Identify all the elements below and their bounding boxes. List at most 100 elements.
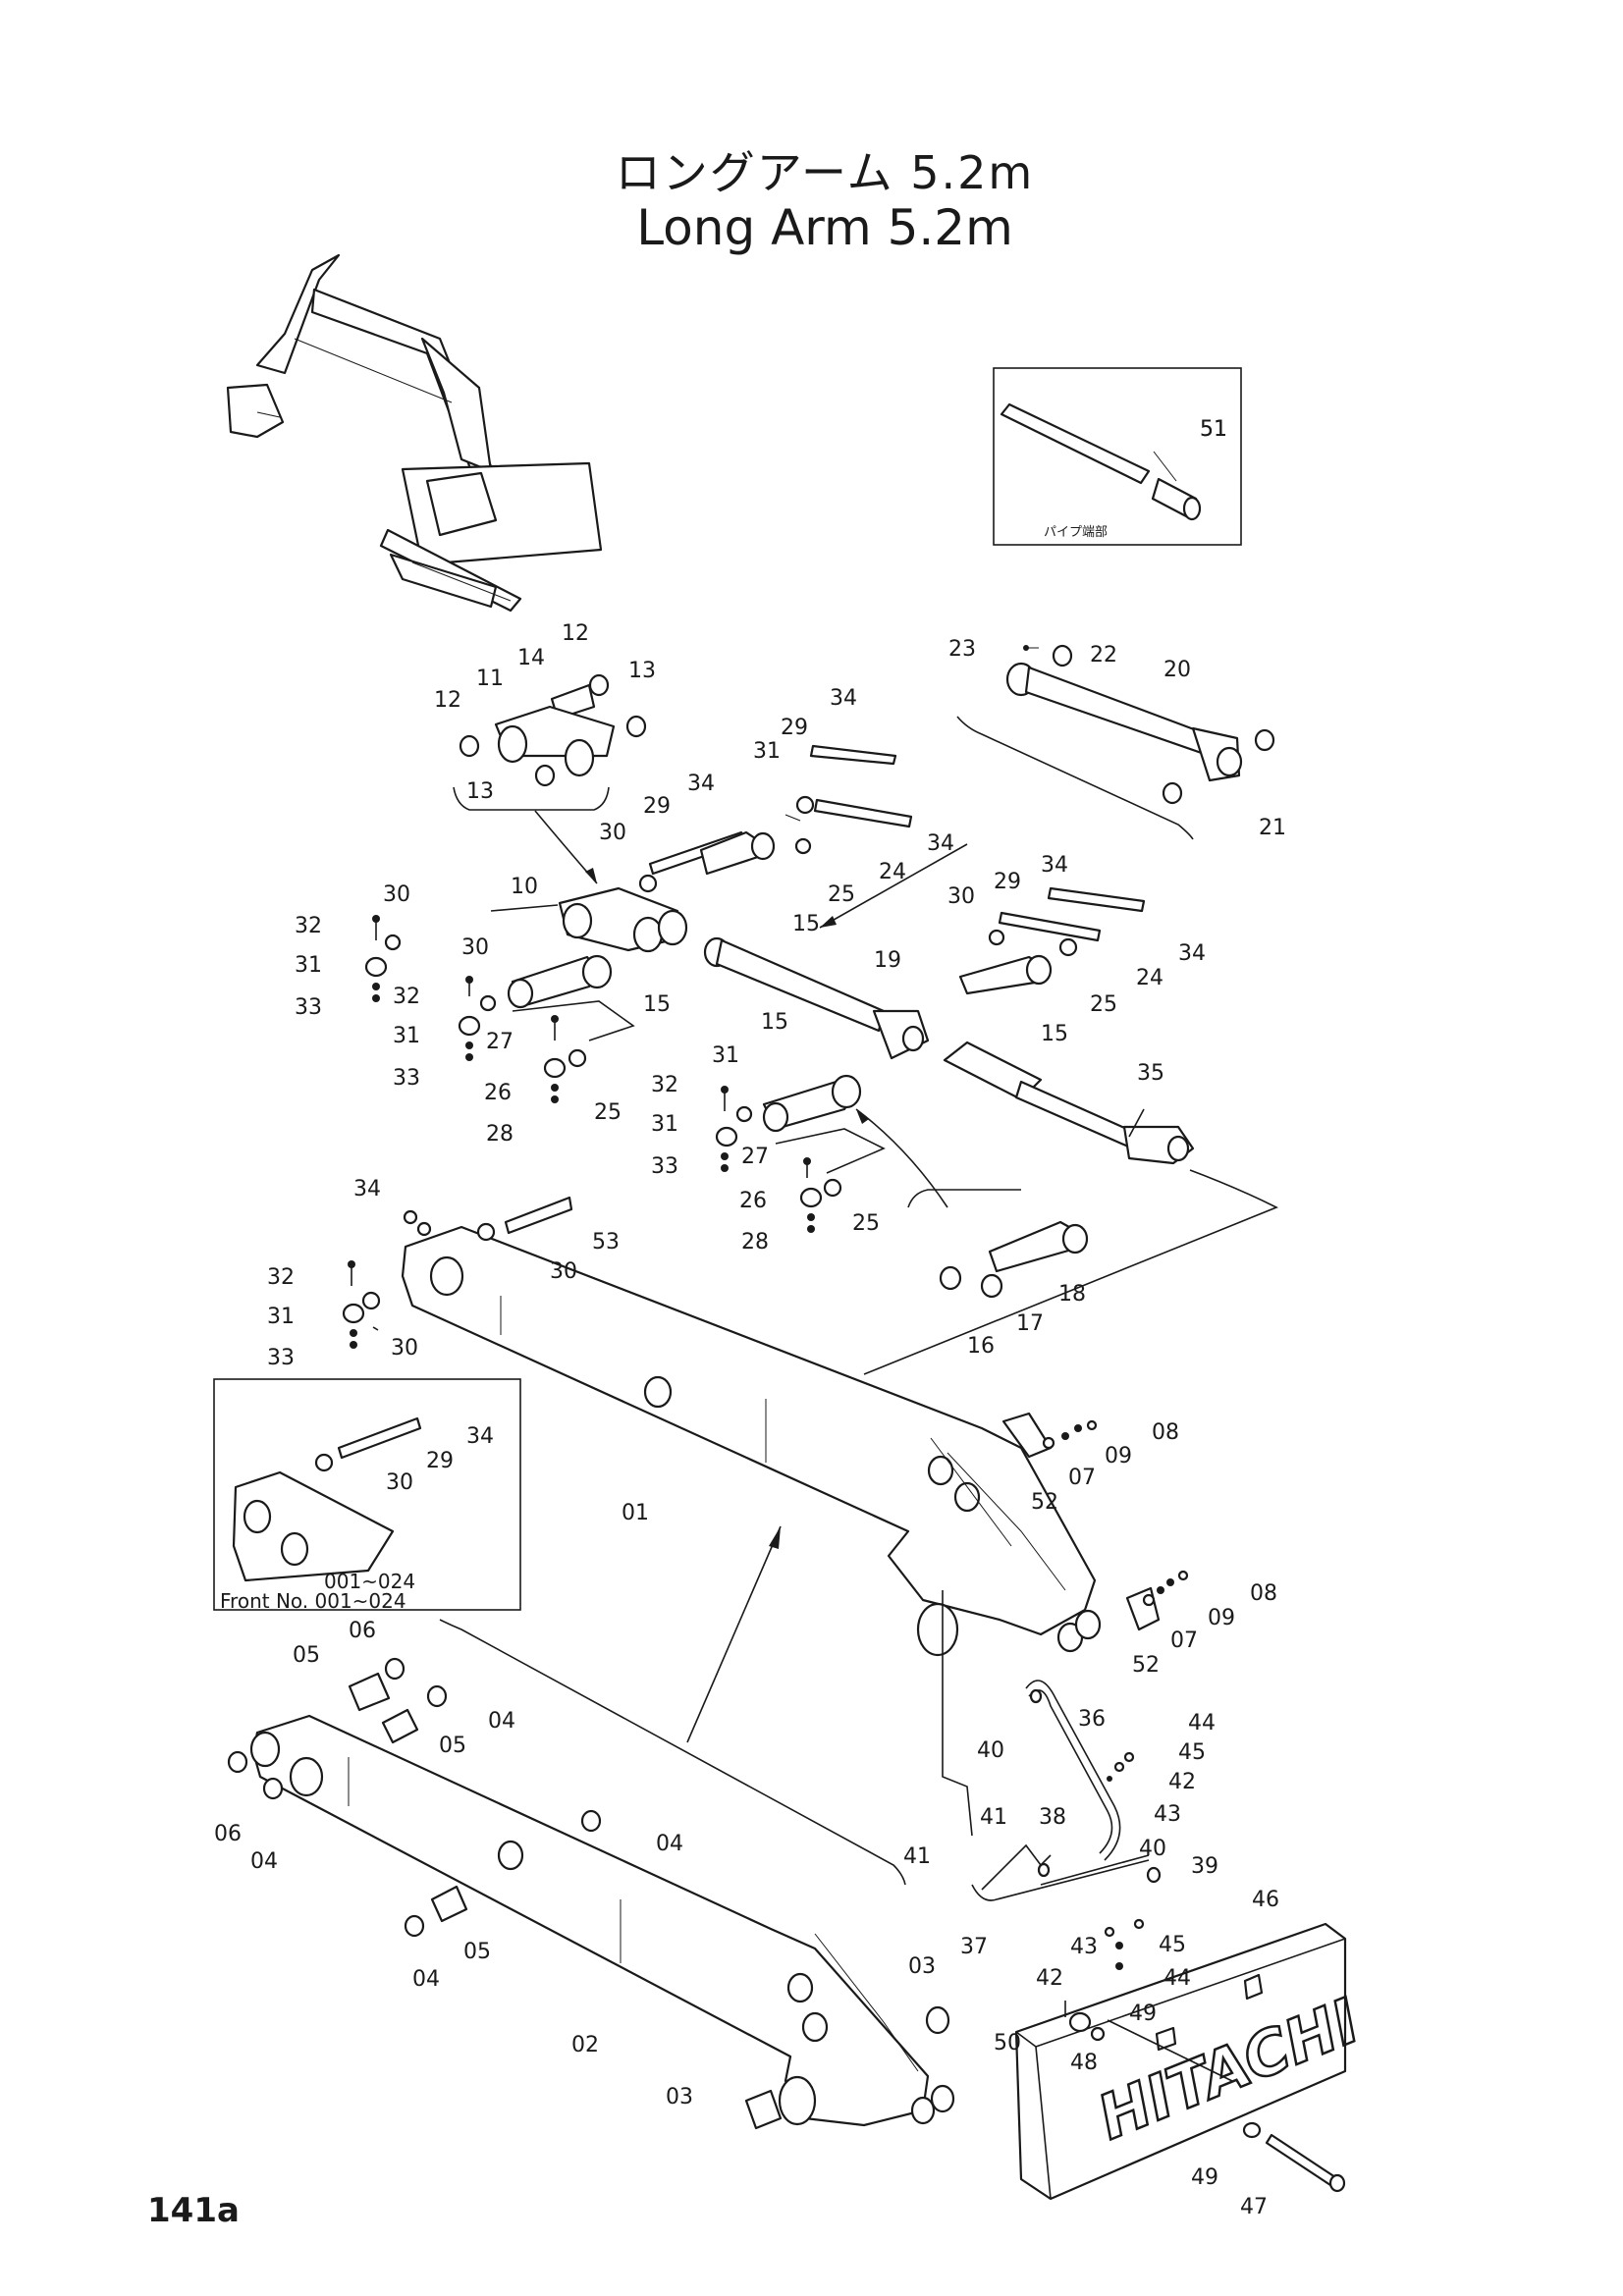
part-label-30b: 30	[383, 882, 410, 907]
inset-pipe-end: パイプ端部 51	[993, 367, 1242, 546]
arm-02	[249, 1714, 955, 2127]
part-label-29a: 29	[781, 716, 808, 740]
part-label-11: 11	[476, 667, 504, 691]
hydraulic-piping	[942, 1590, 1162, 1970]
part-label-38: 38	[1039, 1805, 1066, 1830]
pipe-end-caption: パイプ端部	[1044, 525, 1108, 540]
part-label-34b: 34	[687, 772, 715, 796]
part-label-25b: 25	[594, 1100, 622, 1125]
part-label-47: 47	[1240, 2195, 1268, 2219]
part-label-15a: 15	[792, 912, 820, 936]
part-label-29d: 29	[426, 1449, 454, 1473]
excavator-overview-illustration	[226, 253, 603, 613]
part-label-03b: 03	[666, 2085, 693, 2109]
part-label-09a: 09	[1105, 1444, 1132, 1468]
part-label-33a: 33	[295, 995, 322, 1020]
part-label-40a: 40	[977, 1738, 1004, 1763]
inset-front-label: Front No. 001~024	[220, 1589, 406, 1613]
part-label-30e: 30	[550, 1259, 577, 1284]
part-label-32b: 32	[393, 985, 420, 1009]
part-label-25c: 25	[1090, 992, 1117, 1017]
part-label-25d: 25	[852, 1211, 880, 1236]
part-label-51-inset: 51	[1200, 417, 1227, 442]
part-label-45a: 45	[1178, 1740, 1206, 1765]
part-label-27b: 27	[741, 1145, 769, 1169]
part-label-10: 10	[511, 875, 538, 899]
part-label-18: 18	[1058, 1282, 1086, 1307]
part-label-08a: 08	[1152, 1420, 1179, 1445]
part-label-39: 39	[1191, 1854, 1218, 1879]
part-label-43b: 43	[1070, 1935, 1098, 1959]
part-label-34e: 34	[1178, 941, 1206, 966]
part-label-41a: 41	[980, 1805, 1007, 1830]
part-label-23: 23	[948, 637, 976, 662]
part-label-04b: 04	[250, 1849, 278, 1874]
part-label-34c: 34	[927, 831, 954, 856]
part-label-04a: 04	[488, 1709, 515, 1734]
part-label-34f: 34	[353, 1177, 381, 1201]
part-label-22: 22	[1090, 643, 1117, 667]
part-label-29c: 29	[994, 870, 1021, 894]
part-label-03a: 03	[908, 1954, 936, 1979]
part-label-49b: 49	[1191, 2165, 1218, 2190]
part-label-04c: 04	[656, 1832, 683, 1856]
part-label-30c: 30	[461, 935, 489, 960]
part-label-42a: 42	[1168, 1770, 1196, 1794]
part-label-32d: 32	[267, 1265, 295, 1290]
part-label-06a: 06	[349, 1619, 376, 1643]
part-label-52a: 52	[1031, 1490, 1058, 1515]
part-label-32a: 32	[295, 914, 322, 938]
part-label-37: 37	[960, 1935, 988, 1959]
part-label-15c: 15	[1041, 1022, 1068, 1046]
part-label-53: 53	[592, 1230, 620, 1255]
pin-53-assembly	[342, 1196, 573, 1349]
part-label-31d: 31	[712, 1043, 739, 1068]
part-label-02: 02	[571, 2033, 599, 2057]
cylinder-35	[863, 1041, 1278, 1375]
part-label-25a: 25	[828, 882, 855, 907]
part-label-15b: 15	[643, 992, 671, 1017]
arrow-arm02-to-arm01	[439, 1525, 906, 1886]
part-label-07b: 07	[1170, 1629, 1198, 1653]
part-label-44b: 44	[1163, 1966, 1191, 1991]
part-label-21: 21	[1259, 816, 1286, 840]
part-label-32c: 32	[651, 1073, 678, 1097]
part-label-05a: 05	[293, 1643, 320, 1668]
part-label-40b: 40	[1139, 1837, 1166, 1861]
part-label-12b: 12	[434, 688, 461, 713]
part-label-16: 16	[967, 1334, 995, 1359]
part-label-08b: 08	[1250, 1581, 1277, 1606]
inset-range-text: 001~024	[324, 1570, 415, 1593]
part-label-01: 01	[622, 1501, 649, 1525]
part-label-04d: 04	[412, 1967, 440, 1992]
part-label-31e: 31	[651, 1112, 678, 1137]
part-label-13b: 13	[466, 779, 494, 804]
part-label-45b: 45	[1159, 1933, 1186, 1957]
part-label-26a: 26	[484, 1081, 512, 1105]
fastener-stacks-left	[364, 915, 635, 1103]
part-label-29b: 29	[643, 794, 671, 819]
part-label-07a: 07	[1068, 1466, 1096, 1490]
part-label-30f: 30	[391, 1336, 418, 1361]
part-label-50: 50	[994, 2031, 1021, 2056]
link-assembly-18	[907, 1189, 1089, 1299]
bushings-arm02	[227, 1657, 950, 2130]
pins-52-assembly	[1001, 1412, 1189, 1631]
inset-front-number: 001~024 Front No. 001~024	[213, 1378, 521, 1613]
part-label-05b: 05	[439, 1734, 466, 1758]
part-label-33d: 33	[267, 1346, 295, 1370]
part-label-26b: 26	[739, 1189, 767, 1213]
part-label-51: 51	[1200, 417, 1227, 442]
part-label-49a: 49	[1129, 2002, 1157, 2026]
page-number: 141a	[147, 2191, 240, 2230]
part-label-24a: 24	[879, 860, 906, 884]
part-label-28b: 28	[741, 1230, 769, 1255]
part-label-12a: 12	[562, 621, 589, 646]
part-labels: 51 23 22 20 21 12 14 11 12 13 13 34 29 3…	[214, 417, 1286, 2219]
part-label-52b: 52	[1132, 1653, 1160, 1678]
link-assembly-15-right	[958, 886, 1146, 995]
part-label-44a: 44	[1188, 1711, 1216, 1735]
title-japanese: ロングアーム 5.2m	[615, 146, 1035, 199]
part-label-31c: 31	[393, 1024, 420, 1048]
